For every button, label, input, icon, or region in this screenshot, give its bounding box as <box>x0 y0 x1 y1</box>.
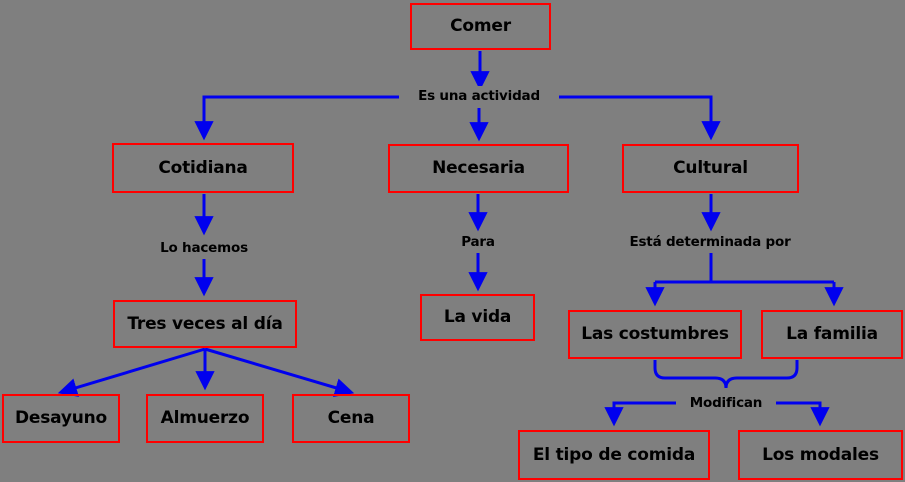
brace-costumbres-familia <box>653 360 799 389</box>
node-tres-veces-al-dia[interactable]: Tres veces al día <box>113 300 297 348</box>
link-label-para: Para <box>442 232 514 253</box>
link-label-text: Para <box>461 233 495 250</box>
node-cultural[interactable]: Cultural <box>622 144 799 193</box>
node-label: Almuerzo <box>160 408 250 428</box>
link-label-text: Es una actividad <box>418 88 540 105</box>
node-label: Desayuno <box>14 408 108 428</box>
node-comer[interactable]: Comer <box>410 3 551 50</box>
link-label-esta-determinada-por: Está determinada por <box>614 232 806 253</box>
node-desayuno[interactable]: Desayuno <box>2 394 120 443</box>
node-label: Comer <box>450 16 511 36</box>
node-label: Cotidiana <box>158 157 248 178</box>
node-las-costumbres[interactable]: Las costumbres <box>568 310 742 359</box>
node-label: La familia <box>786 324 878 344</box>
node-la-familia[interactable]: La familia <box>761 310 903 359</box>
edge-tresveces-to-cena <box>204 347 355 397</box>
node-label: Cultural <box>673 158 748 178</box>
node-label: Tres veces al día <box>127 313 283 334</box>
node-label: La vida <box>443 307 512 327</box>
edge-esunaactividad-to-cotidiana <box>194 95 406 141</box>
node-la-vida[interactable]: La vida <box>420 294 535 341</box>
link-label-modifican: Modifican <box>676 393 776 414</box>
edge-tresveces-to-desayuno <box>57 347 206 397</box>
node-cena[interactable]: Cena <box>292 394 410 443</box>
link-label-text: Está determinada por <box>629 233 791 250</box>
node-cotidiana[interactable]: Cotidiana <box>112 143 294 193</box>
node-label: Necesaria <box>432 158 525 178</box>
node-el-tipo-de-comida[interactable]: El tipo de comida <box>518 430 710 480</box>
node-label: El tipo de comida <box>532 444 696 465</box>
node-label: Cena <box>327 408 375 428</box>
link-label-text: Modifican <box>689 394 763 411</box>
link-label-text: Lo hacemos <box>160 239 248 256</box>
node-necesaria[interactable]: Necesaria <box>388 144 569 193</box>
link-label-es-una-actividad: Es una actividad <box>399 86 559 108</box>
edge-modifican-to-losmodales <box>770 401 830 427</box>
node-almuerzo[interactable]: Almuerzo <box>146 394 264 443</box>
edge-modifican-to-tipocomida <box>604 401 682 427</box>
node-los-modales[interactable]: Los modales <box>738 430 903 480</box>
edge-esunaactividad-to-cultural <box>553 95 721 141</box>
node-label: Las costumbres <box>581 324 729 344</box>
link-label-lo-hacemos: Lo hacemos <box>146 238 262 259</box>
node-label: Los modales <box>762 444 879 465</box>
